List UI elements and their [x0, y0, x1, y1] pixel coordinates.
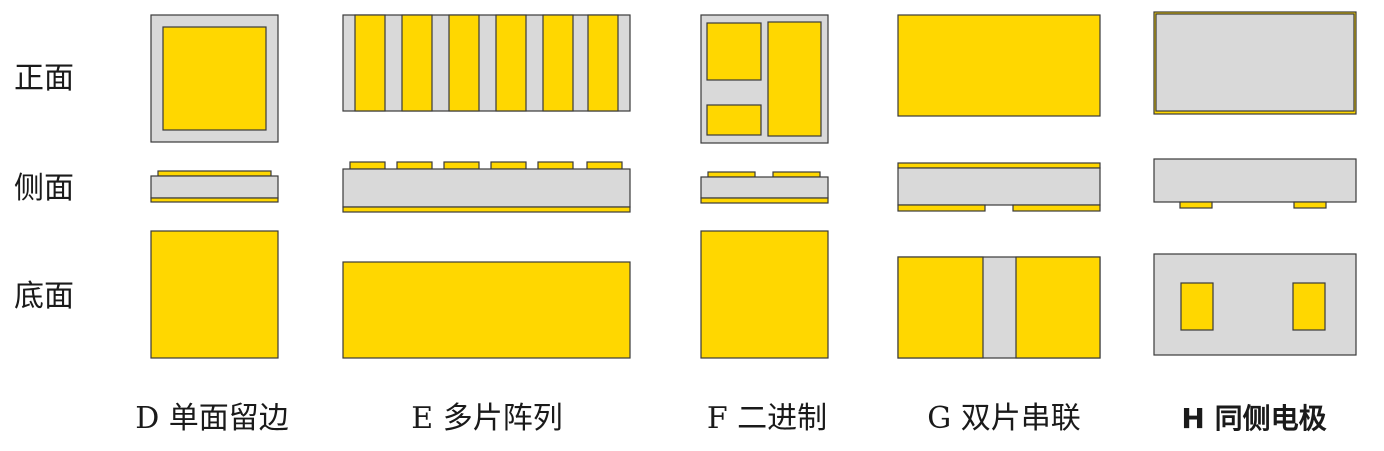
- E-side-top-electrode: [443, 161, 480, 170]
- D-side-top-electrode: [157, 170, 272, 177]
- E-front-electrode: [354, 14, 386, 112]
- E-front-electrode: [587, 14, 619, 112]
- E-side-top-electrode: [586, 161, 623, 170]
- D-bottom-electrode: [150, 230, 279, 359]
- F-front-electrode-small-top: [706, 22, 762, 81]
- column-E: [342, 14, 631, 359]
- F-side-body: [700, 176, 829, 199]
- E-front-electrode: [542, 14, 574, 112]
- E-front-electrode: [495, 14, 527, 112]
- H-side-bottom-electrode-left: [1179, 201, 1213, 209]
- column-G: [897, 14, 1101, 359]
- E-front-electrode: [448, 14, 480, 112]
- D-side-bottom-electrode: [150, 197, 279, 203]
- F-front-electrode-large: [767, 21, 822, 137]
- column-D: [150, 14, 279, 359]
- column-label-D: D 单面留边: [135, 401, 289, 436]
- column-label-H: H 同侧电极: [1181, 402, 1327, 435]
- F-side-top-electrode: [707, 171, 756, 178]
- column-H: [1153, 11, 1357, 356]
- E-side-body: [342, 168, 631, 208]
- G-side-bottom-electrode-right: [1012, 204, 1101, 212]
- F-side-bottom-electrode: [700, 197, 829, 204]
- H-bottom-electrode-left: [1180, 282, 1214, 331]
- E-side-top-electrode: [349, 161, 386, 170]
- row-label-bottom: 底面: [14, 279, 74, 314]
- E-side-top-electrode: [490, 161, 527, 170]
- G-side-top-electrode: [897, 162, 1101, 169]
- E-side-bottom-electrode: [342, 206, 631, 213]
- H-bottom-electrode-right: [1292, 282, 1326, 331]
- E-side-top-electrode: [537, 161, 574, 170]
- D-side-body: [150, 175, 279, 199]
- column-label-G: G 双片串联: [927, 401, 1081, 436]
- D-front-electrode: [162, 26, 267, 131]
- G-side-body: [897, 167, 1101, 206]
- row-label-front: 正面: [14, 61, 74, 96]
- E-side-top-electrode: [396, 161, 433, 170]
- column-label-E: E 多片阵列: [411, 401, 563, 436]
- H-side-bottom-electrode-right: [1293, 201, 1327, 209]
- H-front-substrate: [1155, 13, 1355, 112]
- F-bottom-electrode: [700, 230, 829, 359]
- G-bottom-electrode-left: [897, 256, 984, 359]
- F-side-top-electrode: [772, 171, 821, 178]
- G-front-electrode: [897, 14, 1101, 117]
- H-side-body: [1153, 158, 1357, 203]
- E-front-substrate: [342, 14, 631, 112]
- column-F: [700, 14, 829, 359]
- G-bottom-electrode-right: [1015, 256, 1101, 359]
- F-front-electrode-small-bottom: [706, 104, 762, 136]
- G-side-bottom-electrode-left: [897, 204, 986, 212]
- column-label-F: F 二进制: [706, 401, 828, 436]
- E-bottom-electrode: [342, 261, 631, 359]
- row-label-side: 侧面: [14, 171, 74, 206]
- E-front-electrode: [401, 14, 433, 112]
